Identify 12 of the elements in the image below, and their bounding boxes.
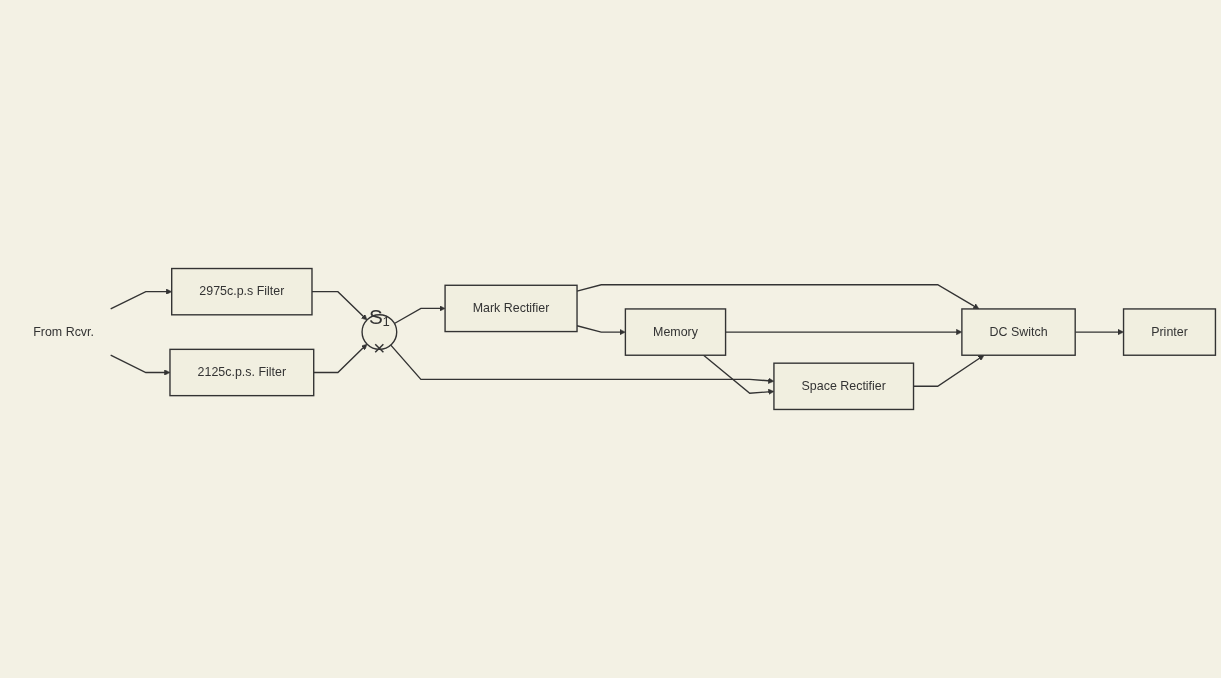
node-box: 2125c.p.s. Filter [169,348,315,397]
node-box: Memory [624,308,727,356]
node-box: Printer [1122,308,1217,356]
arrow [110,288,172,310]
arrow [311,291,368,321]
arrow [393,305,446,325]
node-box: Space Rectifier [773,362,915,411]
node-box: Mark Rectifier [444,284,578,333]
node-box: 2975c.p.s Filter [171,267,313,316]
node-text: From Rcvr. [33,324,94,339]
node-box: DC Switch [961,308,1076,356]
arrow [313,343,368,374]
